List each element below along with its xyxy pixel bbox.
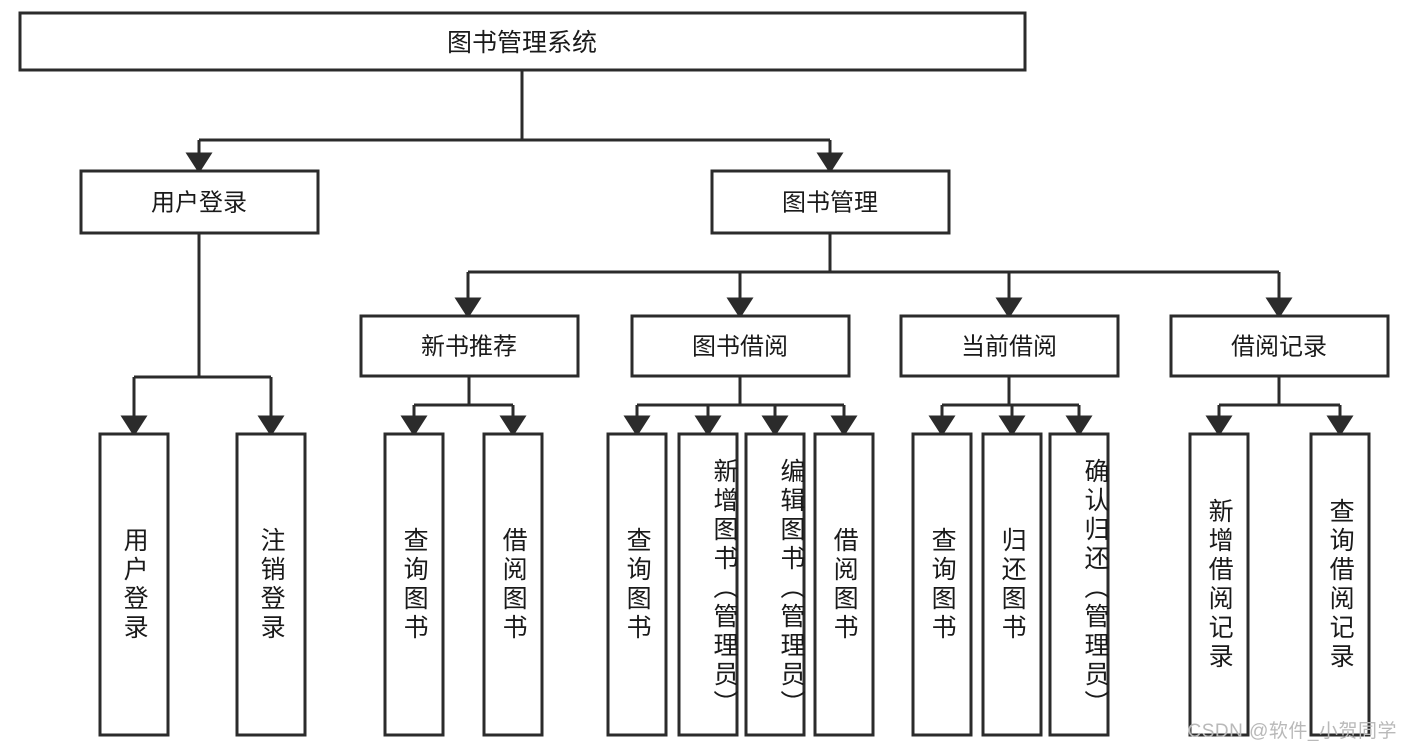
node-borrow-record-box[interactable] — [1169, 314, 1390, 378]
node-root[interactable]: 图书管理系统 — [18, 11, 1027, 72]
node-root-box[interactable] — [18, 11, 1027, 72]
leaf-box-return-book[interactable] — [981, 432, 1043, 737]
node-new-book-recommend-label: 新书推荐 — [421, 334, 517, 361]
node-book-borrow-label: 图书借阅 — [692, 334, 788, 361]
node-current-borrow-label: 当前借阅 — [961, 334, 1057, 361]
leaf-box-query-book-3[interactable] — [911, 432, 973, 737]
node-book-borrow-box[interactable] — [630, 314, 851, 378]
node-borrow-record-label: 借阅记录 — [1231, 334, 1327, 361]
node-root-label: 图书管理系统 — [447, 29, 597, 57]
leaf-box-confirm-return-admin[interactable] — [1048, 432, 1110, 737]
connector-group-user-login — [120, 233, 285, 437]
connector-group-current-borrow — [928, 376, 1093, 437]
node-new-book-recommend[interactable]: 新书推荐 — [359, 314, 580, 378]
leaf-box-edit-book-admin[interactable] — [744, 432, 806, 737]
leaf-boxes — [98, 432, 1371, 737]
node-borrow-record[interactable]: 借阅记录 — [1169, 314, 1390, 378]
leaf-box-borrow-book-2[interactable] — [813, 432, 875, 737]
leaf-box-add-borrow-record[interactable] — [1188, 432, 1250, 737]
leaf-box-user-login[interactable] — [98, 432, 170, 737]
leaf-box-query-book-2[interactable] — [606, 432, 668, 737]
node-user-login[interactable]: 用户登录 — [79, 169, 320, 235]
node-new-book-recommend-box[interactable] — [359, 314, 580, 378]
leaf-box-query-book-1[interactable] — [383, 432, 445, 737]
node-book-management[interactable]: 图书管理 — [710, 169, 951, 235]
connector-group-borrow-record — [1205, 376, 1354, 437]
node-current-borrow-box[interactable] — [899, 314, 1120, 378]
connector-group-book-mgmt — [454, 233, 1293, 319]
leaf-box-logout[interactable] — [235, 432, 307, 737]
leaf-box-add-book-admin[interactable] — [677, 432, 739, 737]
node-book-management-box[interactable] — [710, 169, 951, 235]
node-user-login-label: 用户登录 — [151, 190, 247, 217]
connector-group-book-borrow — [623, 376, 858, 437]
leaf-box-query-borrow-record[interactable] — [1309, 432, 1371, 737]
csdn-watermark: CSDN @软件_小贺同学 — [1187, 721, 1397, 742]
node-current-borrow[interactable]: 当前借阅 — [899, 314, 1120, 378]
node-book-borrow[interactable]: 图书借阅 — [630, 314, 851, 378]
connector-group-new-book-rec — [400, 376, 527, 437]
connector-group-root — [185, 70, 844, 174]
node-user-login-box[interactable] — [79, 169, 320, 235]
leaf-box-borrow-book-1[interactable] — [482, 432, 544, 737]
node-book-management-label: 图书管理 — [782, 190, 878, 217]
